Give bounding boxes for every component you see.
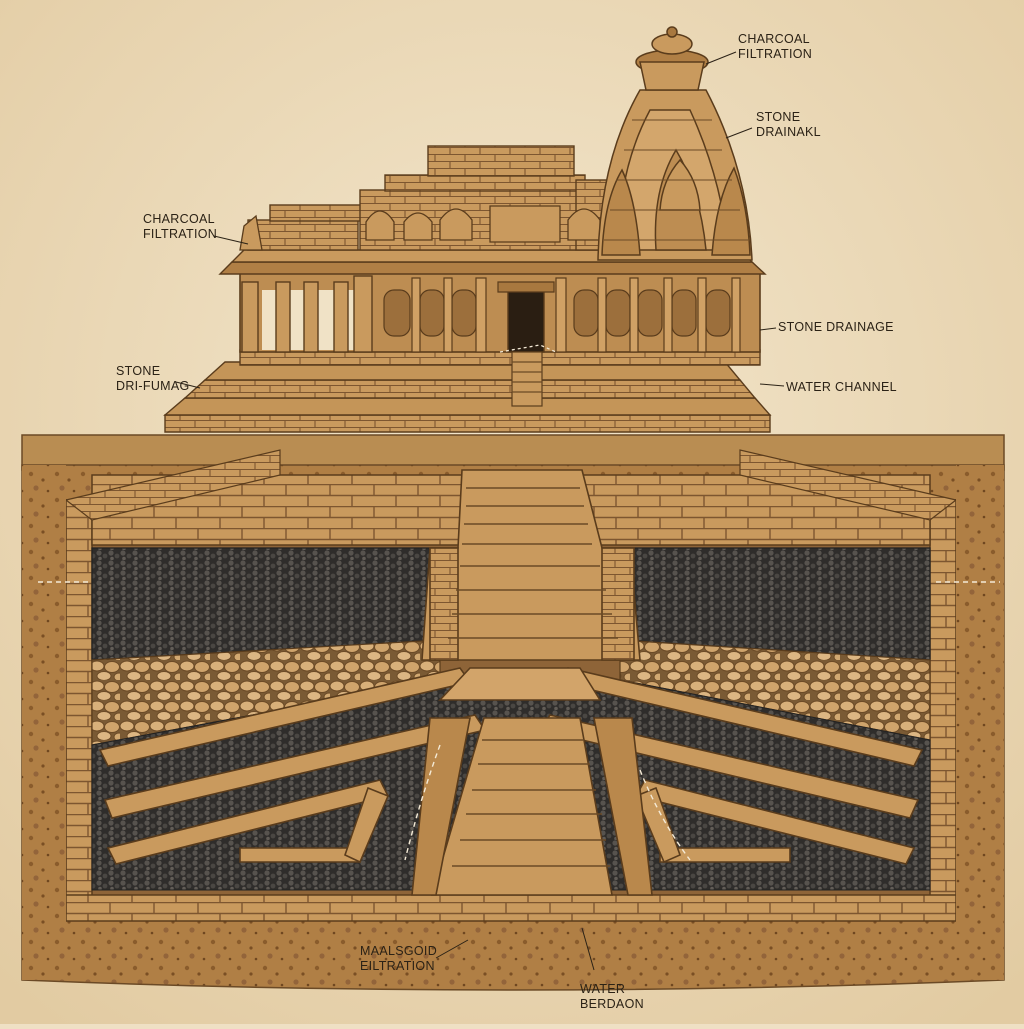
label-water-channel: WATER CHANNEL <box>786 380 897 394</box>
label-stone-drainage-right: STONE DRAINAGE <box>778 320 894 334</box>
